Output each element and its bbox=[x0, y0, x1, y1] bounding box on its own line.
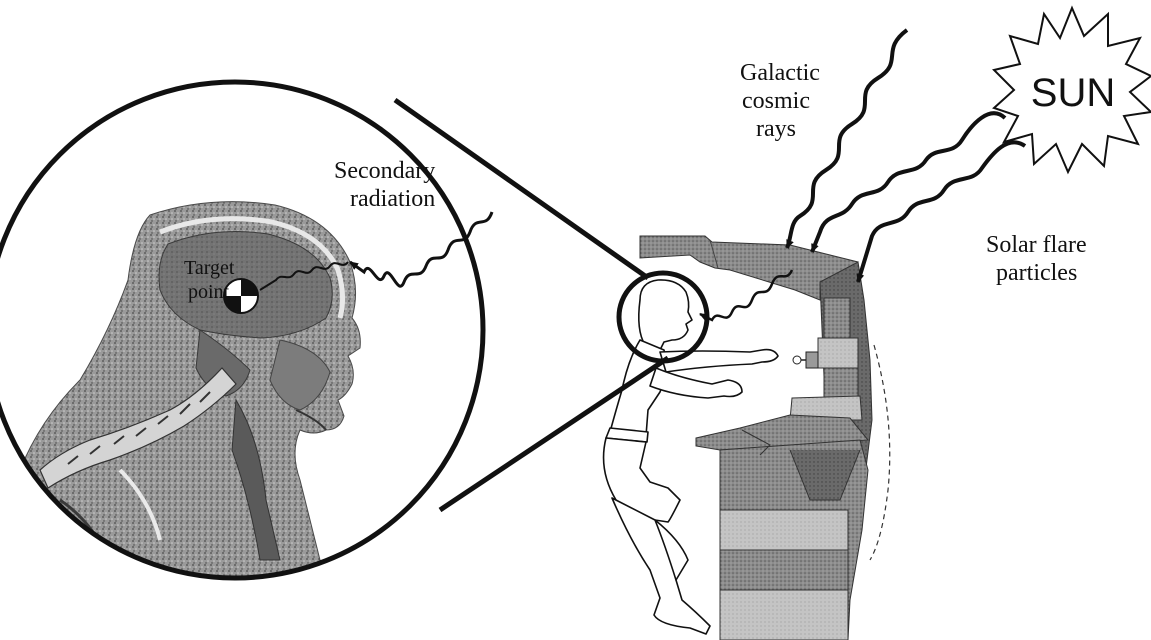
secondary-label-line1: Secondary bbox=[334, 158, 435, 184]
cabinet-drawer-2 bbox=[720, 550, 848, 590]
target-point-label-line2: point bbox=[188, 281, 230, 303]
sun-icon: SUN bbox=[994, 8, 1151, 172]
target-point-label-line1: Target bbox=[184, 257, 235, 279]
galactic-cosmic-rays-label: Galactic cosmic rays bbox=[740, 60, 820, 142]
hull-outline-dashed bbox=[870, 345, 890, 560]
cabinet-drawer-1 bbox=[720, 510, 848, 550]
control-knob-icon bbox=[793, 356, 801, 364]
secondary-radiation-wave-cabin bbox=[700, 270, 792, 320]
equipment-panel-lower bbox=[824, 368, 858, 398]
solar-label-line1: Solar flare bbox=[986, 232, 1087, 258]
sun-label: SUN bbox=[1031, 71, 1115, 115]
astronaut-arm-left bbox=[650, 368, 742, 398]
astronaut-head bbox=[639, 280, 692, 350]
equipment-panel-middle bbox=[818, 338, 858, 368]
galactic-label-line3: rays bbox=[756, 116, 796, 142]
equipment-panel-upper bbox=[824, 298, 850, 338]
cabinet-drawer-3 bbox=[720, 590, 848, 640]
astronaut-leg-upper bbox=[604, 438, 680, 522]
secondary-label-line2: radiation bbox=[350, 186, 435, 212]
solar-label-line2: particles bbox=[996, 260, 1077, 286]
solar-flare-particles-label: Solar flare particles bbox=[986, 232, 1087, 286]
galactic-label-line2: cosmic bbox=[742, 88, 810, 114]
galactic-label-line1: Galactic bbox=[740, 60, 820, 86]
